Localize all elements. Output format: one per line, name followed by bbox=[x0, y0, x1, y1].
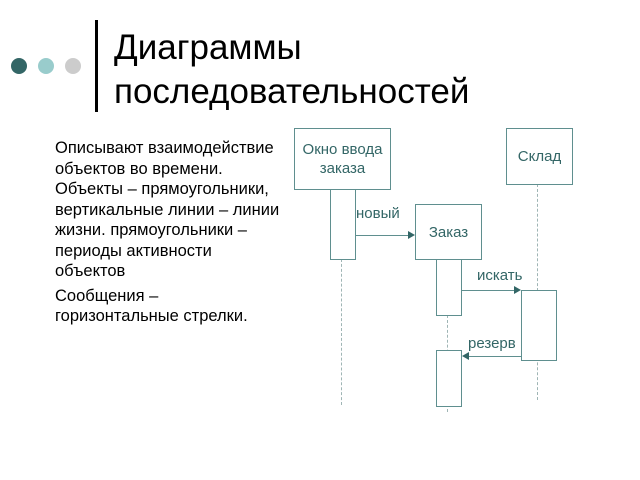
object-warehouse: Склад bbox=[506, 128, 573, 185]
message-new-arrowhead-icon bbox=[408, 231, 415, 239]
decor-dot-gray bbox=[65, 58, 81, 74]
activation-order-2 bbox=[436, 350, 462, 407]
decor-dot-light bbox=[38, 58, 54, 74]
bullet-2: Сообщения – горизонтальные стрелки. bbox=[55, 286, 248, 326]
slide-body: Описывают взаимодействие объектов во вре… bbox=[55, 138, 285, 331]
message-reserve-arrowhead-icon bbox=[462, 352, 469, 360]
object-order-window-label-2: заказа bbox=[319, 160, 366, 177]
message-search-line bbox=[462, 290, 514, 291]
object-warehouse-label: Склад bbox=[517, 148, 562, 165]
activation-order-window bbox=[330, 189, 356, 260]
message-reserve-line bbox=[469, 356, 521, 357]
decor-dot-dark bbox=[11, 58, 27, 74]
object-order-label: Заказ bbox=[428, 223, 469, 241]
lifeline-order-window bbox=[341, 259, 342, 405]
title-line-2: последовательностей bbox=[114, 72, 470, 111]
title-divider bbox=[95, 20, 98, 112]
title-line-1: Диаграммы bbox=[114, 28, 302, 67]
message-search-arrowhead-icon bbox=[514, 286, 521, 294]
message-new-label: новый bbox=[356, 205, 400, 222]
message-reserve-label: резерв bbox=[468, 335, 516, 352]
message-new-line bbox=[356, 235, 408, 236]
bullet-1: Описывают взаимодействие объектов во вре… bbox=[55, 139, 280, 280]
message-search-label: искать bbox=[477, 267, 523, 284]
object-order-window-label-1: Окно ввода bbox=[302, 141, 383, 158]
object-order: Заказ bbox=[415, 204, 482, 260]
object-order-window: Окно ввода заказа bbox=[294, 128, 391, 190]
slide-title: Диаграммы последовательностей bbox=[114, 26, 469, 114]
activation-warehouse bbox=[521, 290, 557, 361]
activation-order-1 bbox=[436, 259, 462, 316]
